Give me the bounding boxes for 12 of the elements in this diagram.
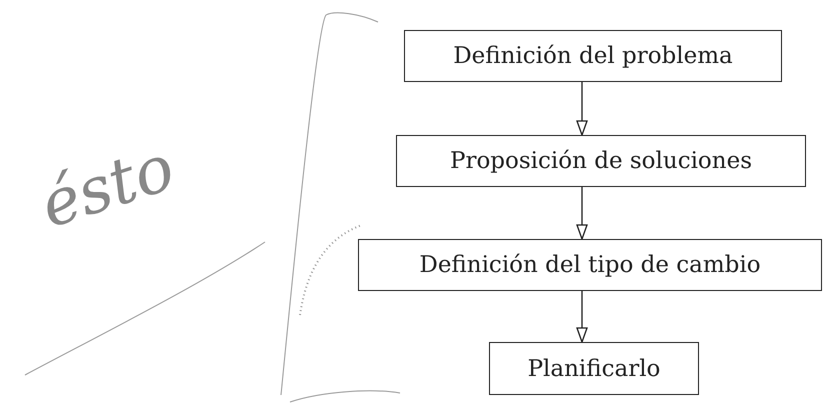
step-text: Planificarlo	[528, 356, 660, 382]
hollow-arrow	[576, 82, 588, 136]
step-text: Definición del problema	[453, 43, 733, 69]
handwritten-note: ésto	[32, 130, 184, 244]
hollow-arrow	[576, 291, 588, 343]
step-text: Proposición de soluciones	[450, 148, 752, 174]
process-box	[358, 239, 822, 291]
step-text: Definición del tipo de cambio	[419, 252, 761, 278]
process-box	[404, 30, 782, 82]
process-box	[396, 135, 806, 187]
process-box	[489, 342, 699, 395]
hollow-arrow	[576, 187, 588, 240]
